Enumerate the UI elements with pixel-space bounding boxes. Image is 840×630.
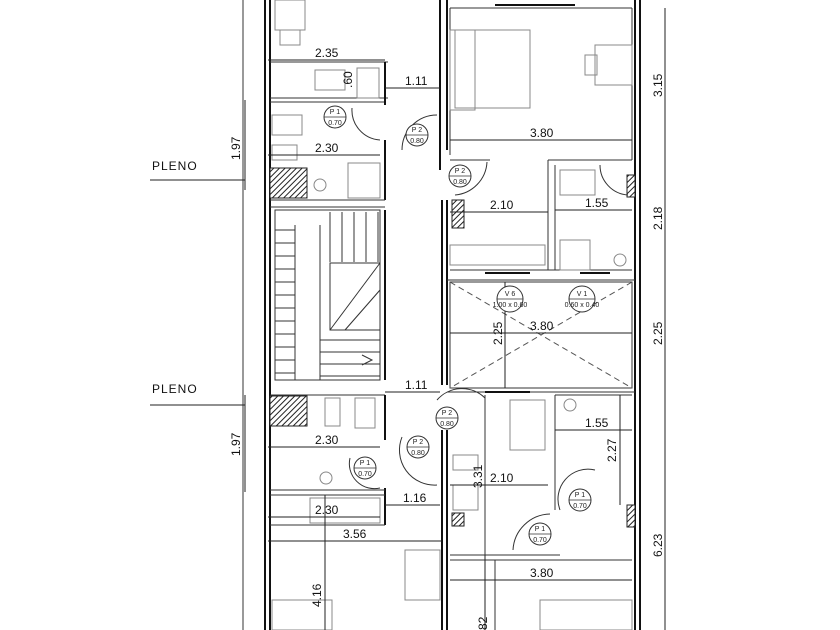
dim-label: 2.18 xyxy=(651,206,665,230)
door-size: 0.80 xyxy=(453,179,467,186)
dim-label: 2.30 xyxy=(315,433,339,447)
dim-label: 3.15 xyxy=(651,73,665,97)
dim-label: 3.31 xyxy=(471,464,485,488)
door-code: P 2 xyxy=(442,410,452,417)
door-code: P 2 xyxy=(412,127,422,134)
window-tags: V 6 1.00 x 0.60 V 1 0.60 x 0.40 xyxy=(493,285,600,313)
door-code: P 1 xyxy=(360,460,370,467)
dim-label: 2.30 xyxy=(315,503,339,517)
dim-label: 82 xyxy=(476,616,490,630)
door-tag: P 2 0.80 xyxy=(448,164,472,188)
door-code: P 2 xyxy=(455,168,465,175)
dim-label: 3.80 xyxy=(530,319,554,333)
dim-label: 1.55 xyxy=(585,416,609,430)
door-code: P 1 xyxy=(575,492,585,499)
dim-label: 1.97 xyxy=(229,432,243,456)
dim-label: 2.27 xyxy=(605,438,619,462)
stairs xyxy=(274,209,381,381)
door-size: 0.80 xyxy=(410,138,424,145)
walls xyxy=(242,0,641,630)
door-tag: P 1 0.70 xyxy=(353,456,377,480)
door-size: 0.70 xyxy=(358,471,372,478)
dim-label: 3.56 xyxy=(343,527,367,541)
dim-label: 3.80 xyxy=(530,126,554,140)
door-code: P 1 xyxy=(535,526,545,533)
door-size: 0.70 xyxy=(328,120,342,127)
dim-label: 1.11 xyxy=(405,378,428,392)
window-size: 0.60 x 0.40 xyxy=(565,302,600,309)
door-size: 0.70 xyxy=(573,503,587,510)
door-tag: P 1 0.70 xyxy=(568,488,592,512)
dim-label: 1.16 xyxy=(403,491,427,505)
dim-label: 2.25 xyxy=(491,321,505,345)
door-tag: P 2 0.80 xyxy=(406,435,430,459)
window-size: 1.00 x 0.60 xyxy=(493,302,528,309)
dimension-labels: 2.35 .60 1.11 3.80 2.30 1.97 3.15 2.10 1… xyxy=(229,46,665,630)
door-tag: P 2 0.80 xyxy=(435,406,459,430)
dimension-lines xyxy=(150,8,666,630)
door-code: P 1 xyxy=(330,109,340,116)
dim-label: 6.23 xyxy=(651,533,665,557)
elevator xyxy=(329,262,381,331)
door-tag: P 2 0.80 xyxy=(405,123,429,147)
dim-label: .60 xyxy=(341,71,355,88)
dim-label: 2.30 xyxy=(315,141,339,155)
pleno-label-bottom: PLENO xyxy=(152,382,198,396)
door-size: 0.80 xyxy=(411,450,425,457)
door-size: 0.70 xyxy=(533,537,547,544)
window-tag: V 6 1.00 x 0.60 xyxy=(493,285,528,313)
window-code: V 1 xyxy=(577,291,588,298)
door-size: 0.80 xyxy=(440,421,454,428)
dim-label: 3.80 xyxy=(530,566,554,580)
door-tag: P 1 0.70 xyxy=(528,522,552,546)
dim-label: 2.35 xyxy=(315,46,339,60)
door-tag: P 1 0.70 xyxy=(323,105,347,129)
dim-label: 2.10 xyxy=(490,471,514,485)
window-code: V 6 xyxy=(505,291,516,298)
dim-label: 2.10 xyxy=(490,198,514,212)
pleno-label-top: PLENO xyxy=(152,159,198,173)
dim-label: 4.16 xyxy=(310,583,324,607)
dim-label: 1.97 xyxy=(229,136,243,160)
window-tag: V 1 0.60 x 0.40 xyxy=(565,285,600,313)
dim-label: 2.25 xyxy=(651,321,665,345)
door-swings xyxy=(348,107,629,551)
dim-label: 1.55 xyxy=(585,196,609,210)
door-tags: P 1 0.70 P 2 0.80 P 2 0.80 P 2 0.80 P 2 0.80 P 1 0.… xyxy=(323,105,592,546)
dim-label: 1.11 xyxy=(405,74,428,88)
door-code: P 2 xyxy=(413,439,423,446)
fixtures xyxy=(269,0,636,630)
